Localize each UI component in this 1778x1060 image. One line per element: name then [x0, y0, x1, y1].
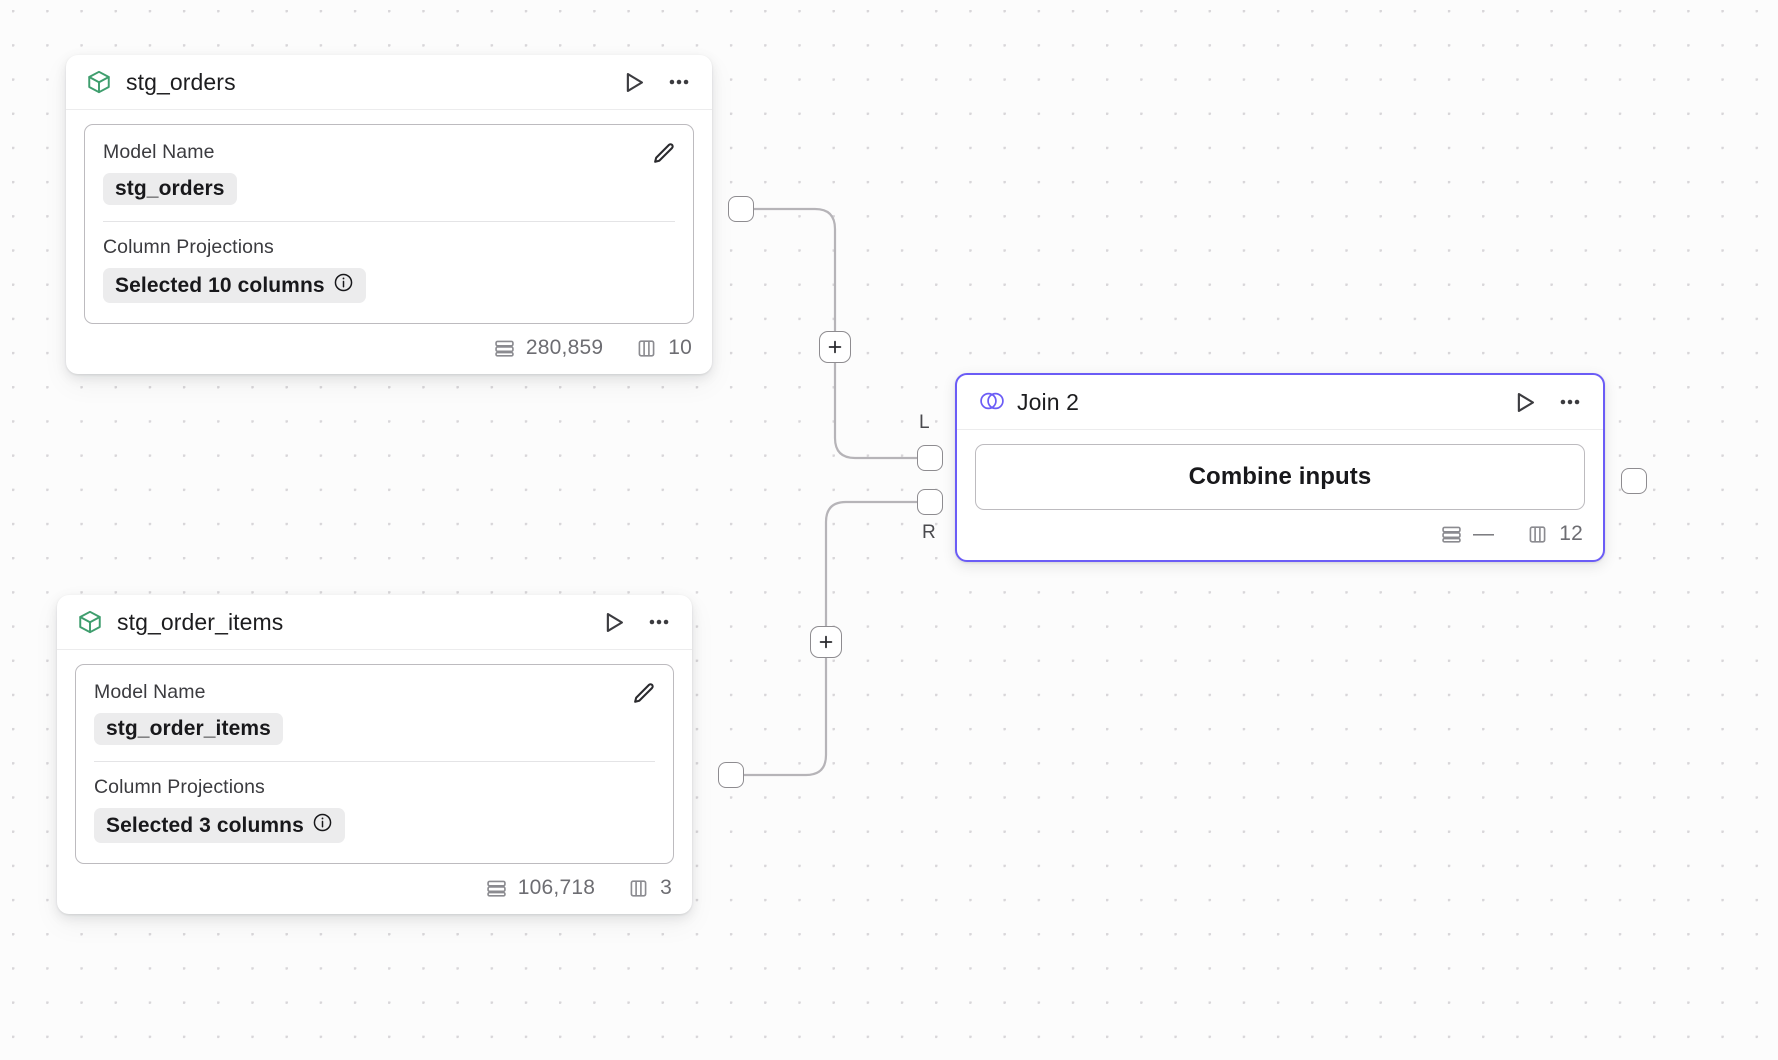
model-config-box: Model Name stg_orders Column Projections… — [84, 124, 694, 324]
rows-icon — [1440, 523, 1463, 546]
row-count-stat: 106,718 — [485, 876, 595, 900]
port-label-right: R — [922, 522, 937, 543]
row-count-value: 106,718 — [517, 876, 596, 899]
rows-icon — [493, 337, 516, 360]
run-icon[interactable] — [618, 67, 648, 97]
node-header-actions — [1509, 387, 1585, 417]
input-port-left[interactable] — [917, 445, 943, 471]
divider — [94, 761, 655, 762]
output-port-join-2[interactable] — [1621, 468, 1647, 494]
column-count-stat: 3 — [627, 876, 672, 900]
output-port-stg-orders[interactable] — [728, 196, 754, 222]
run-icon[interactable] — [598, 607, 628, 637]
more-icon[interactable] — [1555, 387, 1585, 417]
port-label-left: L — [919, 412, 930, 433]
columns-icon — [1526, 523, 1549, 546]
node-body: Combine inputs — [957, 430, 1603, 510]
column-count-value: 10 — [668, 336, 692, 359]
model-name-chip[interactable]: stg_order_items — [94, 713, 283, 745]
node-stg-orders[interactable]: stg_orders — [66, 55, 712, 374]
output-port-stg-order-items[interactable] — [718, 762, 744, 788]
row-count-value: 280,859 — [525, 336, 604, 359]
cube-icon — [77, 609, 103, 635]
column-projections-label: Column Projections — [103, 236, 274, 258]
node-title: stg_order_items — [117, 608, 284, 635]
node-header: Join 2 — [957, 375, 1603, 430]
info-icon[interactable] — [333, 272, 354, 299]
model-name-value: stg_order_items — [106, 717, 271, 740]
node-title: Join 2 — [1017, 388, 1079, 415]
node-footer: 280,859 10 — [66, 324, 712, 374]
divider — [103, 221, 675, 222]
edit-icon[interactable] — [629, 679, 659, 709]
column-projections-label: Column Projections — [94, 776, 265, 798]
more-icon[interactable] — [644, 607, 674, 637]
node-header: stg_order_items — [57, 595, 692, 650]
column-count-value: 3 — [660, 876, 672, 899]
node-join-2[interactable]: Join 2 Combine inputs — [955, 373, 1605, 562]
add-node-button-upper[interactable] — [819, 331, 851, 363]
node-body: Model Name stg_order_items Column Projec… — [57, 650, 692, 864]
column-projections-chip[interactable]: Selected 3 columns — [94, 808, 345, 843]
venn-icon — [977, 389, 1004, 415]
model-name-label: Model Name — [103, 141, 215, 163]
column-projections-chip[interactable]: Selected 10 columns — [103, 268, 366, 303]
combine-inputs-button[interactable]: Combine inputs — [975, 444, 1585, 510]
row-count-stat: — — [1440, 522, 1494, 546]
column-count-value: 12 — [1559, 522, 1583, 545]
input-port-right[interactable] — [917, 489, 943, 515]
model-name-value: stg_orders — [115, 177, 225, 200]
row-count-value: — — [1473, 522, 1495, 545]
node-body: Model Name stg_orders Column Projections… — [66, 110, 712, 324]
run-icon[interactable] — [1509, 387, 1539, 417]
column-count-stat: 12 — [1526, 522, 1583, 546]
cube-icon — [86, 69, 112, 95]
column-projections-value: Selected 3 columns — [106, 813, 304, 837]
column-projections-value: Selected 10 columns — [115, 273, 325, 297]
rows-icon — [485, 877, 508, 900]
node-stg-order-items[interactable]: stg_order_items — [57, 595, 692, 914]
model-name-chip[interactable]: stg_orders — [103, 173, 237, 205]
add-node-button-lower[interactable] — [810, 626, 842, 658]
row-count-stat: 280,859 — [493, 336, 603, 360]
model-name-label: Model Name — [94, 681, 206, 703]
columns-icon — [627, 877, 650, 900]
columns-icon — [635, 337, 658, 360]
node-footer: 106,718 3 — [57, 864, 692, 914]
node-title: stg_orders — [126, 68, 236, 95]
edit-icon[interactable] — [649, 139, 679, 169]
column-count-stat: 10 — [635, 336, 692, 360]
node-header-actions — [598, 607, 674, 637]
node-header: stg_orders — [66, 55, 712, 110]
node-footer: — 12 — [957, 510, 1603, 560]
info-icon[interactable] — [312, 812, 333, 839]
more-icon[interactable] — [664, 67, 694, 97]
node-header-actions — [618, 67, 694, 97]
model-config-box: Model Name stg_order_items Column Projec… — [75, 664, 674, 864]
